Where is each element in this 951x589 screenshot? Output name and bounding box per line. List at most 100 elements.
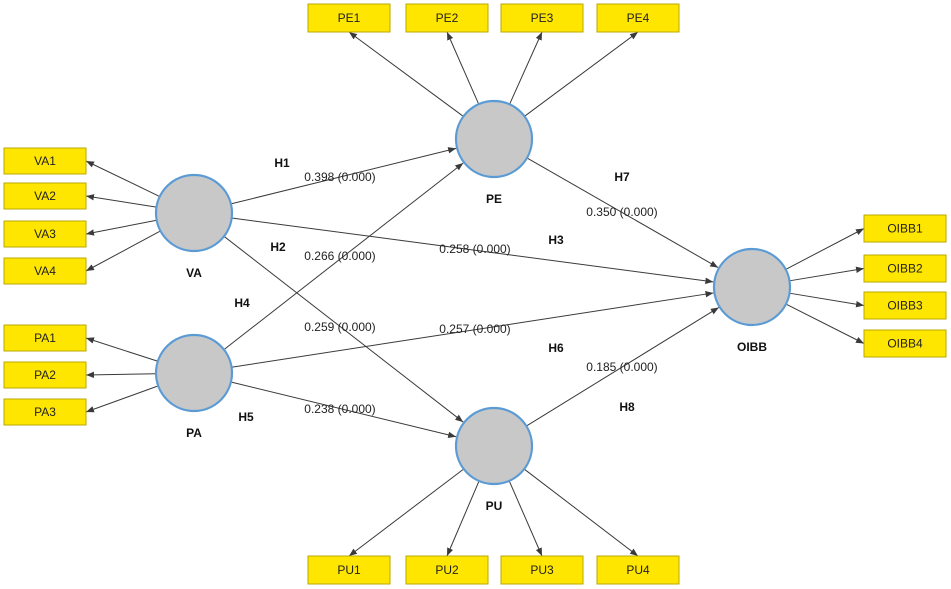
indicator-label: PE1 — [338, 11, 361, 25]
indicator-label: PE2 — [436, 11, 459, 25]
hypothesis-label-h4: H4 — [234, 296, 250, 310]
indicator-label: VA1 — [34, 154, 56, 168]
loading-arrow-oibb1 — [785, 228, 865, 270]
path-coefficient-h1: 0.398 (0.000) — [304, 170, 375, 184]
construct-circle — [454, 406, 534, 486]
construct-circle — [712, 247, 792, 327]
path-arrow-h3 — [231, 217, 714, 284]
indicator-va1[interactable]: VA1 — [3, 147, 87, 175]
loading-arrow-pe4 — [524, 31, 639, 117]
indicator-box — [596, 555, 680, 585]
construct-pe[interactable]: PE — [454, 99, 534, 206]
indicator-va3[interactable]: VA3 — [3, 220, 87, 248]
indicator-box — [3, 324, 87, 352]
indicator-label: PU3 — [530, 563, 554, 577]
indicator-box — [307, 555, 391, 585]
indicator-pu2[interactable]: PU2 — [405, 555, 489, 585]
hypothesis-label-h1: H1 — [274, 156, 290, 170]
path-coefficient-h7: 0.350 (0.000) — [586, 205, 657, 219]
hypothesis-label-h3: H3 — [548, 233, 564, 247]
indicator-box — [3, 220, 87, 248]
indicator-box — [863, 254, 947, 283]
indicator-pe2[interactable]: PE2 — [405, 3, 489, 33]
indicator-oibb4[interactable]: OIBB4 — [863, 329, 947, 358]
path-coefficient-h6: 0.257 (0.000) — [439, 322, 510, 336]
indicator-pu3[interactable]: PU3 — [500, 555, 584, 585]
loading-arrow-pa2 — [85, 371, 157, 379]
construct-label: PE — [486, 192, 502, 206]
indicator-box — [596, 3, 680, 33]
indicator-box — [3, 257, 87, 285]
indicator-label: OIBB3 — [887, 299, 923, 313]
indicator-box — [500, 3, 584, 33]
construct-pu[interactable]: PU — [454, 406, 534, 513]
path-coefficient-h8: 0.185 (0.000) — [586, 360, 657, 374]
indicator-pa2[interactable]: PA2 — [3, 361, 87, 389]
indicator-oibb3[interactable]: OIBB3 — [863, 291, 947, 320]
path-arrow-h7 — [526, 157, 719, 269]
indicator-va4[interactable]: VA4 — [3, 257, 87, 285]
loading-arrow-pa3 — [85, 385, 159, 413]
indicator-label: PA3 — [34, 405, 56, 419]
indicator-label: OIBB2 — [887, 262, 923, 276]
indicator-pu4[interactable]: PU4 — [596, 555, 680, 585]
loading-arrow-va3 — [85, 219, 157, 236]
path-coefficient-h5: 0.238 (0.000) — [304, 402, 375, 416]
construct-va[interactable]: VA — [154, 173, 234, 280]
indicator-pe1[interactable]: PE1 — [307, 3, 391, 33]
loading-arrow-va2 — [85, 194, 157, 208]
loading-arrow-pu2 — [446, 480, 480, 557]
loading-arrow-va1 — [85, 160, 160, 197]
indicator-label: PU1 — [337, 563, 361, 577]
loading-arrow-va4 — [85, 230, 161, 272]
indicator-va2[interactable]: VA2 — [3, 182, 87, 210]
constructs-layer: VA PA PE PU OIBB — [154, 99, 792, 513]
indicator-label: PE3 — [531, 11, 554, 25]
indicator-box — [863, 329, 947, 358]
loading-arrow-oibb2 — [789, 266, 865, 282]
path-arrow-h1 — [230, 147, 457, 205]
construct-pa[interactable]: PA — [154, 333, 234, 440]
indicator-pu1[interactable]: PU1 — [307, 555, 391, 585]
loading-arrow-pe1 — [348, 31, 464, 117]
indicator-oibb1[interactable]: OIBB1 — [863, 214, 947, 243]
construct-oibb[interactable]: OIBB — [712, 247, 792, 354]
indicator-label: PE4 — [627, 11, 650, 25]
path-arrow-h4 — [223, 162, 464, 351]
loading-arrow-pu4 — [523, 468, 639, 557]
indicator-label: PU2 — [435, 563, 459, 577]
path-arrow-h5 — [230, 381, 457, 438]
indicator-pa3[interactable]: PA3 — [3, 398, 87, 426]
indicator-box — [863, 291, 947, 320]
indicator-label: VA2 — [34, 189, 56, 203]
path-coefficient-h3: 0.258 (0.000) — [439, 242, 510, 256]
indicator-label: OIBB4 — [887, 337, 923, 351]
indicator-label: VA3 — [34, 227, 56, 241]
hypothesis-label-h6: H6 — [548, 341, 564, 355]
indicator-box — [3, 398, 87, 426]
hypothesis-label-h8: H8 — [619, 400, 635, 414]
indicator-label: VA4 — [34, 264, 56, 278]
construct-label: OIBB — [737, 340, 767, 354]
path-coefficient-h4: 0.266 (0.000) — [304, 249, 375, 263]
indicator-pa1[interactable]: PA1 — [3, 324, 87, 352]
indicator-box — [405, 3, 489, 33]
indicator-box — [307, 3, 391, 33]
loading-arrow-pu1 — [348, 468, 465, 557]
indicator-oibb2[interactable]: OIBB2 — [863, 254, 947, 283]
loading-arrow-pa1 — [85, 337, 159, 362]
indicator-label: OIBB1 — [887, 222, 923, 236]
indicator-label: PA1 — [34, 331, 56, 345]
loading-arrow-pe2 — [446, 31, 480, 105]
indicator-box — [405, 555, 489, 585]
indicator-pe3[interactable]: PE3 — [500, 3, 584, 33]
construct-circle — [154, 333, 234, 413]
path-arrow-h2 — [223, 235, 464, 423]
loading-arrow-pe3 — [509, 31, 543, 105]
construct-circle — [454, 99, 534, 179]
loading-arrow-oibb3 — [789, 292, 865, 308]
construct-label: PA — [186, 426, 202, 440]
indicator-pe4[interactable]: PE4 — [596, 3, 680, 33]
